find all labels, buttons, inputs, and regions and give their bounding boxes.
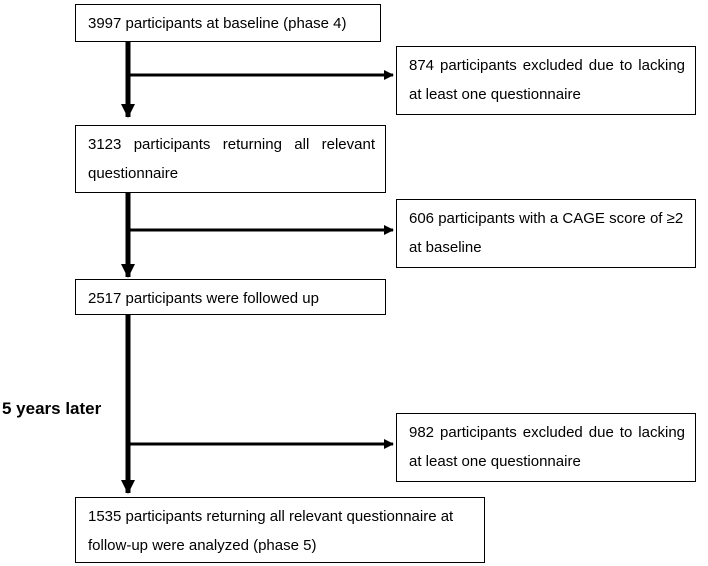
box-followed-text: 2517 participants were followed up xyxy=(88,290,319,307)
box-excluded-1-text: 874 participants excluded due to lacking… xyxy=(409,57,685,103)
box-analyzed: 1535 participants returning all relevant… xyxy=(75,497,485,563)
box-returning: 3123 participants returning all relevant… xyxy=(75,125,386,193)
box-analyzed-text: 1535 participants returning all relevant… xyxy=(88,508,454,554)
box-excluded-2-text: 982 participants excluded due to lacking… xyxy=(409,424,685,470)
box-excluded-2: 982 participants excluded due to lacking… xyxy=(396,413,696,482)
side-label-5-years: 5 years later xyxy=(2,399,102,418)
box-excluded-1: 874 participants excluded due to lacking… xyxy=(396,46,696,115)
box-cage: 606 participants with a CAGE score of ≥2… xyxy=(396,199,696,268)
box-followed: 2517 participants were followed up xyxy=(75,279,386,315)
box-cage-text: 606 participants with a CAGE score of ≥2… xyxy=(409,210,684,256)
box-baseline-text: 3997 participants at baseline (phase 4) xyxy=(88,15,347,32)
box-baseline: 3997 participants at baseline (phase 4) xyxy=(75,4,381,42)
box-returning-text: 3123 participants returning all relevant… xyxy=(88,136,375,182)
